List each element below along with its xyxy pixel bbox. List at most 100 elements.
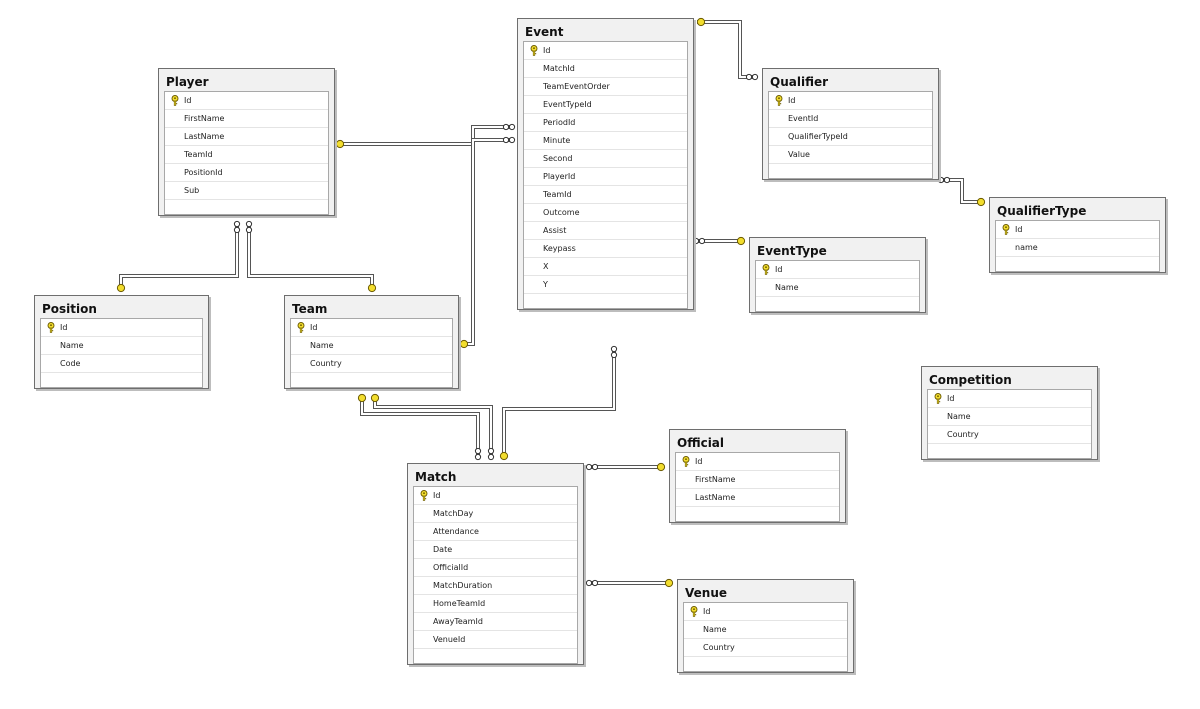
column-row[interactable]: Attendance bbox=[414, 523, 577, 541]
column-name: Attendance bbox=[433, 527, 479, 536]
column-row[interactable]: HomeTeamId bbox=[414, 595, 577, 613]
link-event-team[interactable] bbox=[461, 138, 512, 346]
column-row[interactable]: Name bbox=[684, 621, 847, 639]
column-row[interactable]: Name bbox=[928, 408, 1091, 426]
link-match-awayteam[interactable] bbox=[373, 400, 493, 458]
column-row[interactable]: TeamEventOrder bbox=[524, 78, 687, 96]
table-title: EventType bbox=[757, 244, 827, 258]
primary-key-icon bbox=[689, 606, 699, 617]
link-event-match[interactable] bbox=[502, 349, 616, 458]
column-row[interactable]: Id bbox=[928, 390, 1091, 408]
column-row[interactable]: Id bbox=[769, 92, 932, 110]
column-row[interactable]: OfficialId bbox=[414, 559, 577, 577]
column-row[interactable]: Id bbox=[291, 319, 452, 337]
column-row[interactable]: Id bbox=[41, 319, 202, 337]
column-row[interactable]: MatchDay bbox=[414, 505, 577, 523]
column-row[interactable]: Value bbox=[769, 146, 932, 164]
one-end-key-icon bbox=[664, 578, 674, 588]
column-row[interactable]: PlayerId bbox=[524, 168, 687, 186]
column-name: X bbox=[543, 262, 549, 271]
column-row[interactable]: Country bbox=[684, 639, 847, 657]
column-row[interactable]: EventTypeId bbox=[524, 96, 687, 114]
one-end-key-icon bbox=[499, 451, 509, 461]
column-row[interactable]: Country bbox=[928, 426, 1091, 444]
column-row[interactable]: Id bbox=[996, 221, 1159, 239]
column-name: VenueId bbox=[433, 635, 466, 644]
column-row[interactable]: Code bbox=[41, 355, 202, 373]
column-row[interactable]: AwayTeamId bbox=[414, 613, 577, 631]
column-row[interactable]: PositionId bbox=[165, 164, 328, 182]
primary-key-icon bbox=[46, 322, 56, 333]
column-row[interactable]: Country bbox=[291, 355, 452, 373]
column-row[interactable]: TeamId bbox=[165, 146, 328, 164]
column-row[interactable]: QualifierTypeId bbox=[769, 128, 932, 146]
column-row[interactable]: Id bbox=[524, 42, 687, 60]
column-row[interactable]: MatchDuration bbox=[414, 577, 577, 595]
column-row[interactable]: FirstName bbox=[165, 110, 328, 128]
column-name: PositionId bbox=[184, 168, 223, 177]
column-row[interactable]: MatchId bbox=[524, 60, 687, 78]
column-row[interactable]: Id bbox=[756, 261, 919, 279]
many-end-icon bbox=[487, 447, 495, 461]
column-row[interactable]: TeamId bbox=[524, 186, 687, 204]
column-row[interactable]: Id bbox=[414, 487, 577, 505]
column-row[interactable]: Name bbox=[756, 279, 919, 297]
column-row[interactable]: Y bbox=[524, 276, 687, 294]
link-match-hometeam[interactable] bbox=[360, 400, 480, 458]
table-title: Venue bbox=[685, 586, 727, 600]
column-row[interactable]: Assist bbox=[524, 222, 687, 240]
column-row[interactable]: Second bbox=[524, 150, 687, 168]
column-row[interactable]: LastName bbox=[165, 128, 328, 146]
column-row[interactable]: Name bbox=[291, 337, 452, 355]
link-qualifier-event[interactable] bbox=[697, 20, 757, 79]
many-end-icon bbox=[585, 579, 599, 587]
column-name: OfficialId bbox=[433, 563, 469, 572]
column-row[interactable]: Outcome bbox=[524, 204, 687, 222]
column-row[interactable]: EventId bbox=[769, 110, 932, 128]
column-row[interactable]: Minute bbox=[524, 132, 687, 150]
column-name: Id bbox=[310, 323, 318, 332]
one-end-key-icon bbox=[370, 393, 380, 403]
link-event-player[interactable] bbox=[338, 125, 512, 146]
column-row[interactable]: name bbox=[996, 239, 1159, 257]
primary-key-icon bbox=[296, 322, 306, 333]
column-row[interactable]: PeriodId bbox=[524, 114, 687, 132]
column-row[interactable]: Id bbox=[684, 603, 847, 621]
many-end-icon bbox=[745, 73, 759, 81]
column-name: MatchDuration bbox=[433, 581, 493, 590]
many-end-icon bbox=[474, 447, 482, 461]
column-row[interactable]: Date bbox=[414, 541, 577, 559]
column-name: FirstName bbox=[184, 114, 225, 123]
column-name: Id bbox=[788, 96, 796, 105]
link-player-position[interactable] bbox=[119, 222, 239, 290]
column-name: Name bbox=[310, 341, 334, 350]
column-row[interactable]: Name bbox=[41, 337, 202, 355]
column-row[interactable]: Id bbox=[165, 92, 328, 110]
column-row[interactable]: Id bbox=[676, 453, 839, 471]
column-row[interactable]: Keypass bbox=[524, 240, 687, 258]
column-name: Sub bbox=[184, 186, 200, 195]
column-name: Name bbox=[775, 283, 799, 292]
table-title: Position bbox=[42, 302, 97, 316]
column-row[interactable]: LastName bbox=[676, 489, 839, 507]
link-player-team[interactable] bbox=[247, 222, 374, 290]
column-row[interactable]: FirstName bbox=[676, 471, 839, 489]
column-row[interactable]: X bbox=[524, 258, 687, 276]
link-qualifier-qualifiertype[interactable] bbox=[940, 178, 984, 204]
column-row[interactable]: VenueId bbox=[414, 631, 577, 649]
column-row[interactable]: Sub bbox=[165, 182, 328, 200]
